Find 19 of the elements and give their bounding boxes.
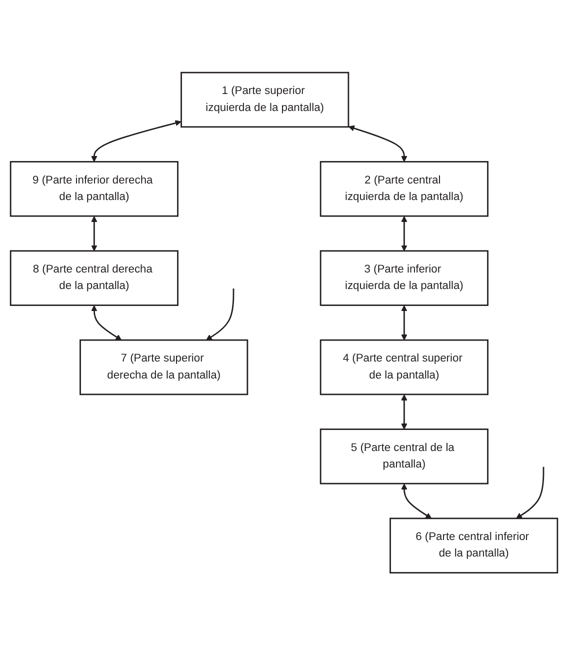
arrow (348, 126, 408, 162)
node-box: 8 (Parte central derecha de la pantalla) (10, 250, 178, 306)
node-box: 5 (Parte central de la pantalla) (320, 428, 488, 485)
node-box: 7 (Parte superior derecha de la pantalla) (80, 340, 248, 396)
node-box: 2 (Parte central izquierda de la pantalla) (320, 161, 488, 218)
node-box: 3 (Parte inferior izquierda de la pantalla) (320, 250, 488, 306)
arrow (401, 484, 432, 520)
arrow (516, 467, 544, 520)
node-box: 6 (Parte central inferior de la pantalla) (390, 518, 558, 574)
node-box: 9 (Parte inferior derecha de la pantalla) (10, 161, 178, 218)
arrow (206, 288, 234, 341)
arrow (401, 306, 408, 341)
arrow (91, 216, 98, 252)
node-box: 1 (Parte superior izquierda de la pantalla) (180, 72, 350, 128)
arrow (401, 216, 408, 252)
arrow (91, 306, 122, 341)
node-box: 4 (Parte central superior de la pantalla) (320, 340, 488, 396)
arrow (401, 394, 408, 430)
arrow (91, 120, 182, 162)
